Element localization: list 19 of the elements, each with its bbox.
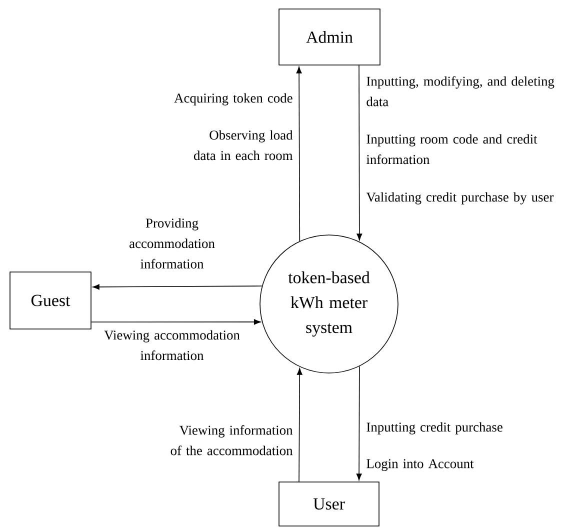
arrow bbox=[356, 64, 362, 240]
entity-box: Admin bbox=[278, 8, 380, 66]
edge-label: Acquiring token code bbox=[174, 93, 292, 106]
arrow bbox=[296, 368, 302, 482]
entity-box: Guest bbox=[10, 272, 92, 330]
flow-label: Inputting room code and credit information bbox=[366, 134, 538, 164]
flow-label: Validating credit purchase by user bbox=[366, 192, 554, 204]
edge-label: Viewing accommodation information bbox=[104, 330, 240, 360]
arrow bbox=[296, 66, 302, 242]
edge-label: Inputting, modifying, and deleting data bbox=[366, 76, 554, 106]
edge-label: Providing accommodation information bbox=[130, 218, 215, 268]
arrow bbox=[91, 319, 261, 325]
arrow bbox=[356, 366, 362, 480]
arrow bbox=[92, 284, 262, 290]
entity-box: User bbox=[278, 482, 380, 526]
flow-label: Login into Account bbox=[366, 459, 474, 471]
edge-label: Viewing information of the accommodation bbox=[170, 425, 293, 456]
edge-label: Inputting credit purchase bbox=[366, 422, 502, 434]
flow-label: Observing load data in each room bbox=[194, 130, 293, 160]
